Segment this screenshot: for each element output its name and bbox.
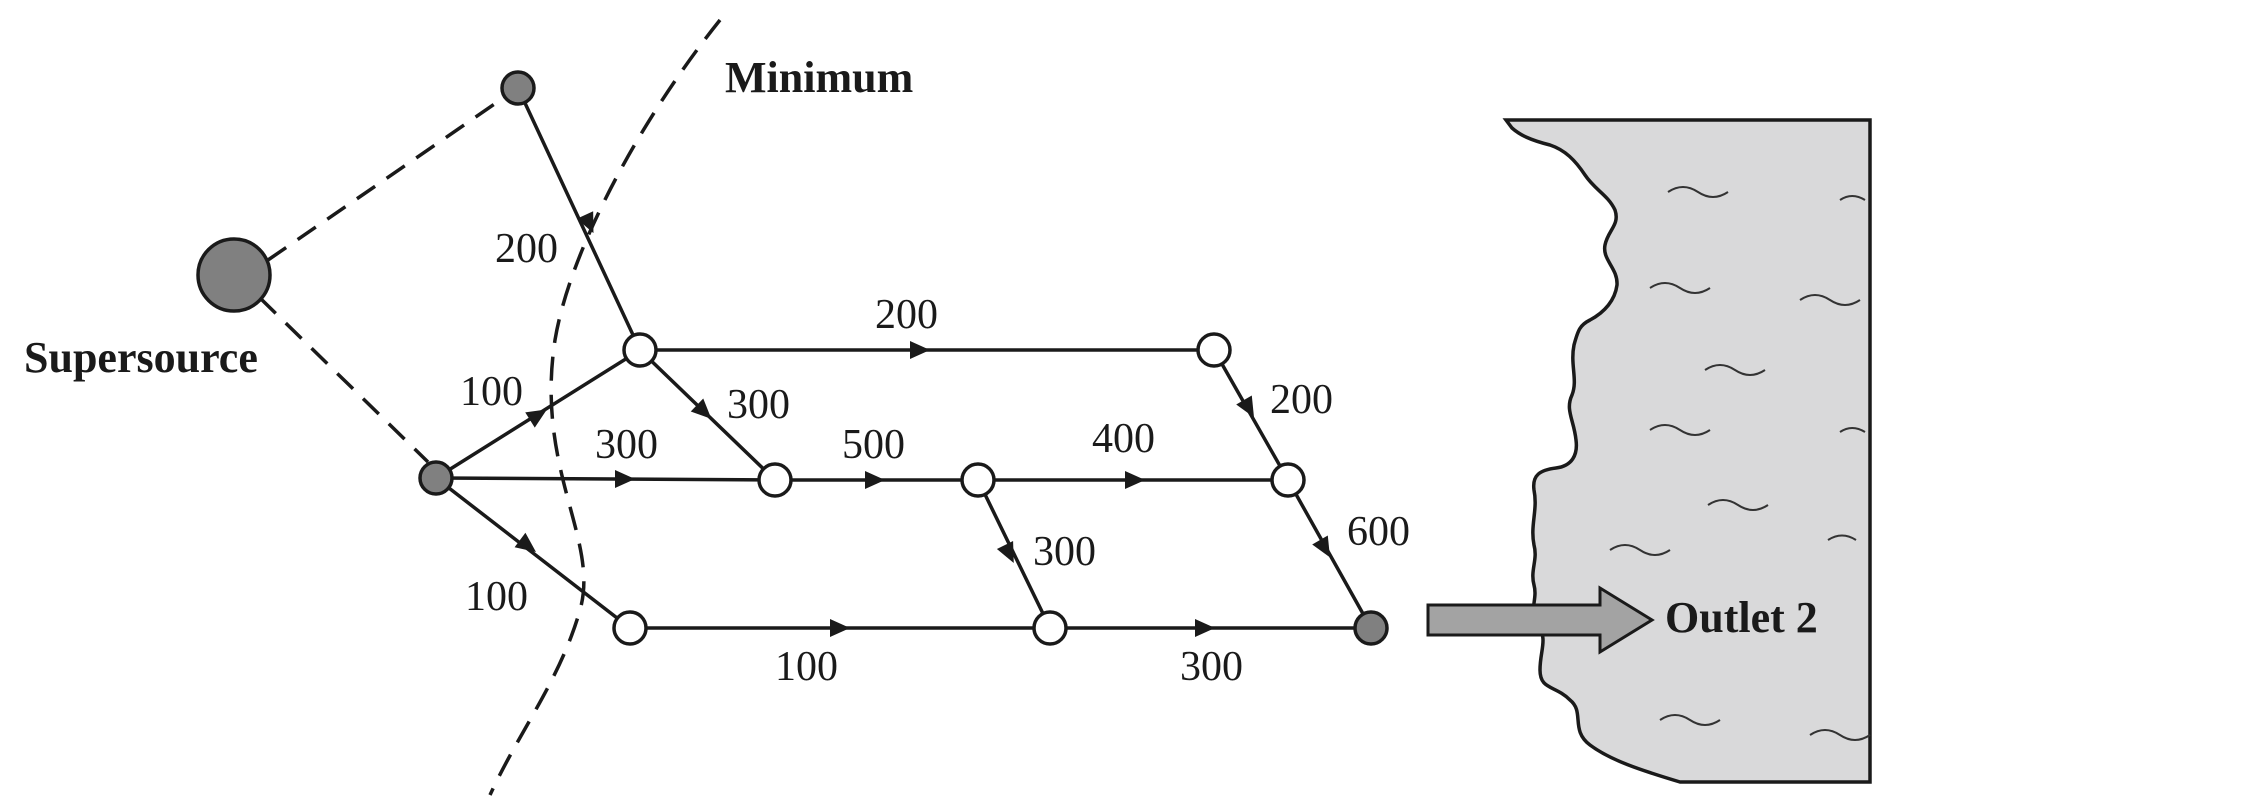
edge-label: 500 xyxy=(842,422,905,468)
edge-label: 100 xyxy=(465,574,528,620)
arrowhead xyxy=(830,619,850,637)
edge-label: 200 xyxy=(1270,377,1333,423)
arrowhead xyxy=(615,470,635,488)
edge-label: 100 xyxy=(460,369,523,415)
edge-label: 100 xyxy=(775,644,838,690)
wave xyxy=(1839,427,1866,433)
arrowhead xyxy=(576,211,594,234)
node xyxy=(622,332,658,368)
arrowhead xyxy=(1236,395,1254,418)
minimum-label: Minimum xyxy=(725,53,913,102)
arrowhead xyxy=(1312,535,1330,558)
edge-label: 300 xyxy=(1180,644,1243,690)
edge-label: 300 xyxy=(595,422,658,468)
node xyxy=(1270,462,1306,498)
arrowhead xyxy=(525,409,547,428)
arrowhead xyxy=(690,398,712,419)
edge-label: 600 xyxy=(1347,509,1410,555)
shoreline xyxy=(1502,118,1872,784)
wave xyxy=(1827,534,1857,541)
supersource-node xyxy=(196,237,272,313)
edge-line xyxy=(434,476,777,482)
node xyxy=(1032,610,1068,646)
edge-label: 200 xyxy=(875,292,938,338)
edge-line xyxy=(976,478,1052,630)
wave xyxy=(1609,544,1671,556)
edge-label: 300 xyxy=(1033,529,1096,575)
arrowhead xyxy=(514,532,536,553)
wave xyxy=(1667,186,1729,198)
arrowhead xyxy=(1125,471,1145,489)
node xyxy=(960,462,996,498)
edge-label: 200 xyxy=(495,226,558,272)
wave xyxy=(1799,294,1861,306)
edge-labels: 200 100 200 300 300 500 400 200 300 600 … xyxy=(460,226,1410,690)
arrowheads xyxy=(514,211,1330,637)
wave xyxy=(1659,714,1721,726)
edge-label: 400 xyxy=(1092,416,1155,462)
arrowhead xyxy=(1195,619,1215,637)
wave xyxy=(1649,282,1711,294)
minimum-cut-curve xyxy=(488,18,722,796)
arrowhead xyxy=(910,341,930,359)
arrowhead xyxy=(865,471,885,489)
wave xyxy=(1809,729,1871,741)
edges xyxy=(434,86,1373,630)
outlet-arrow xyxy=(1426,585,1655,655)
nodes xyxy=(196,70,1389,646)
wave xyxy=(1649,424,1711,436)
edge-line xyxy=(434,476,632,630)
supersource-label: Supersource xyxy=(24,333,258,382)
supersource-link-top xyxy=(267,90,513,262)
outlet-label: Outlet 2 xyxy=(1665,593,1818,642)
wave xyxy=(1707,499,1769,511)
wave xyxy=(1704,364,1766,376)
node xyxy=(1196,332,1232,368)
sink-node xyxy=(1353,610,1389,646)
wave xyxy=(1839,195,1866,201)
node xyxy=(612,610,648,646)
node xyxy=(757,462,793,498)
edge-label: 300 xyxy=(727,382,790,428)
arrowhead xyxy=(996,541,1014,563)
source-node-left xyxy=(418,460,454,496)
source-node-top xyxy=(500,70,536,106)
supersource-link-left xyxy=(258,296,430,464)
water-body xyxy=(1502,118,1872,784)
